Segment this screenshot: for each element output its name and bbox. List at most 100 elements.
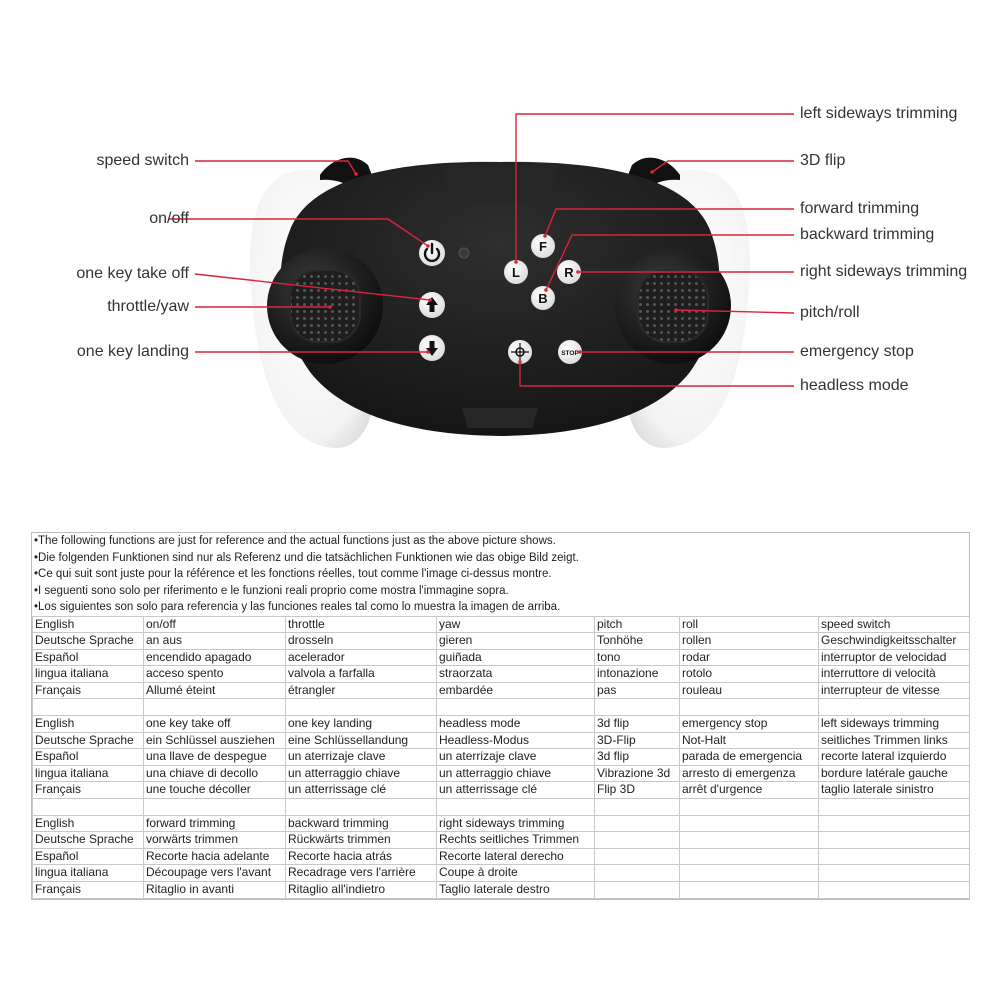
translation-cell: interruttore di velocità [818, 665, 970, 683]
translation-cell [679, 847, 819, 866]
translation-cell: 3d flip [594, 715, 680, 733]
translation-cell: Recorte lateral derecho [436, 847, 595, 866]
language-cell [32, 798, 144, 816]
callout-one-key-landing: one key landing [76, 343, 189, 360]
translation-cell: 3D-Flip [594, 731, 680, 750]
translation-cell [679, 798, 819, 816]
language-cell [32, 698, 144, 717]
translation-cell: an aus [143, 632, 286, 650]
language-cell: Español [32, 748, 144, 766]
translation-cell: bordure latérale gauche [818, 764, 970, 783]
translation-cell: une touche décoller [143, 781, 286, 800]
translation-cell [143, 798, 286, 816]
translation-cell: rouleau [679, 681, 819, 700]
b-button[interactable]: B [531, 286, 555, 310]
callout-one-key-take-off: one key take off [76, 265, 189, 282]
translation-cell: recorte lateral izquierdo [818, 748, 970, 766]
left-joystick[interactable] [267, 248, 383, 364]
language-cell: lingua italiana [32, 864, 144, 882]
translation-cell: right sideways trimming [436, 814, 595, 833]
l-button[interactable]: L [504, 260, 528, 284]
translation-cell: Flip 3D [594, 781, 680, 800]
translation-cell: one key take off [143, 715, 286, 733]
right-joystick[interactable] [615, 248, 731, 364]
translation-cell: on/off [143, 615, 286, 634]
headless-mode-button[interactable] [508, 340, 532, 364]
translation-cell: pas [594, 681, 680, 700]
translation-cell [679, 864, 819, 882]
r-button-label: R [564, 265, 574, 280]
l-button-label: L [512, 265, 520, 280]
callout-speed-switch: speed switch [96, 152, 190, 169]
translation-cell [679, 814, 819, 833]
leader-3d-flip [651, 160, 794, 173]
note-german: •Die folgenden Funktionen sind nur als R… [34, 551, 579, 564]
translation-cell: arresto di emergenza [679, 764, 819, 783]
leader-take-off [194, 273, 431, 301]
translation-cell [679, 881, 819, 899]
callout-3d-flip: 3D flip [800, 152, 846, 169]
translation-cell: valvola a farfalla [285, 665, 437, 683]
callout-on-off: on/off [149, 210, 189, 227]
stop-button[interactable]: STOP [558, 340, 582, 364]
translation-cell [594, 698, 680, 717]
reference-notes: •The following functions are just for re… [32, 533, 969, 616]
translation-cell: una llave de despegue [143, 748, 286, 766]
translation-cell [818, 831, 970, 849]
translation-cell: acelerador [285, 648, 437, 667]
translation-cell: backward trimming [285, 814, 437, 833]
note-italian: •I seguenti sono solo per riferimento e … [34, 584, 509, 597]
callout-left-sideways-trimming: left sideways trimming [800, 105, 958, 122]
translation-cell [818, 698, 970, 717]
f-button[interactable]: F [531, 234, 555, 258]
leader-arrows [328, 170, 678, 364]
leader-left-trim [515, 113, 794, 262]
translation-cell: headless mode [436, 715, 595, 733]
language-cell: Español [32, 847, 144, 866]
translation-cell: eine Schlüssellandung [285, 731, 437, 750]
table-row [32, 798, 970, 816]
translation-cell: throttle [285, 615, 437, 634]
translation-cell: un atterraggio chiave [285, 764, 437, 783]
translation-cell: Tonhöhe [594, 632, 680, 650]
translation-cell: una chiave di decollo [143, 764, 286, 783]
leader-pitch-roll [675, 309, 795, 314]
translation-cell: drosseln [285, 632, 437, 650]
translation-cell [818, 798, 970, 816]
language-cell: lingua italiana [32, 665, 144, 683]
translation-cell: Not-Halt [679, 731, 819, 750]
translation-cell: un atterraggio chiave [436, 764, 595, 783]
callout-right-sideways-trimming: right sideways trimming [800, 263, 968, 280]
leader-speed-switch [195, 160, 357, 175]
translation-cell [594, 831, 680, 849]
translation-cell: Allumé éteint [143, 681, 286, 700]
translation-cell: Ritaglio all'indietro [285, 881, 437, 899]
translation-cell: speed switch [818, 615, 970, 634]
translation-cell: un aterrizaje clave [285, 748, 437, 766]
landing-button[interactable] [419, 335, 445, 361]
translation-cell [436, 698, 595, 717]
leader-on-off [168, 218, 429, 247]
translation-cell: one key landing [285, 715, 437, 733]
function-reference-table: •The following functions are just for re… [31, 532, 970, 900]
leader-headless [519, 362, 794, 387]
translation-cell [143, 698, 286, 717]
language-cell: Français [32, 781, 144, 800]
translation-cell: un atterrissage clé [285, 781, 437, 800]
power-button[interactable] [419, 240, 445, 266]
controller-body [280, 161, 720, 436]
r-button[interactable]: R [557, 260, 581, 284]
translation-cell [594, 847, 680, 866]
translation-cell: Recadrage vers l'arrière [285, 864, 437, 882]
language-cell: Deutsche Sprache [32, 632, 144, 650]
b-button-label: B [538, 291, 547, 306]
take-off-button[interactable] [419, 292, 445, 318]
